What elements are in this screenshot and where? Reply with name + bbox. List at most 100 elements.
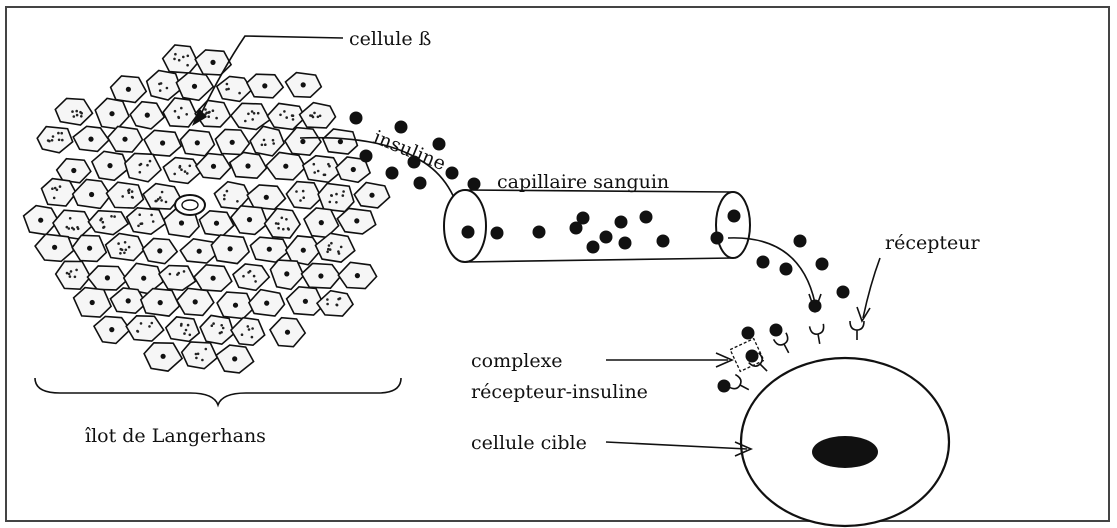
insulin-molecule — [615, 216, 628, 229]
islet-cell-nucleus — [38, 218, 43, 223]
islet-cell-granule — [302, 196, 305, 199]
insulin-molecule — [770, 324, 783, 337]
islet-cell-granule — [160, 199, 163, 202]
islet-cell-nucleus — [264, 195, 269, 200]
insulin-molecule — [360, 150, 373, 163]
islet-cell-granule — [119, 252, 122, 255]
islet-cell-granule — [131, 190, 134, 193]
islet-cell-granule — [251, 110, 254, 113]
islet-cell — [214, 182, 249, 209]
islet-cell-granule — [302, 190, 305, 193]
islet-cell-granule — [76, 226, 79, 229]
islet-cell-granule — [131, 196, 134, 199]
islet-cell-nucleus — [264, 301, 269, 306]
islet-cell-granule — [165, 201, 168, 204]
islet-cell-granule — [123, 252, 126, 255]
islet-cell — [233, 264, 269, 290]
islet-cell-nucleus — [71, 168, 76, 173]
label-receptor: récepteur — [885, 232, 980, 254]
islet-cell-granule — [313, 163, 316, 166]
islet-cell-granule — [80, 112, 83, 115]
islet-cell-granule — [244, 120, 247, 123]
islet-cell-nucleus — [211, 276, 216, 281]
islet-cell-granule — [208, 111, 211, 114]
islet-cell-granule — [53, 197, 56, 200]
islet-cell-granule — [291, 114, 294, 117]
islet-cell — [126, 316, 164, 341]
islet-cell-nucleus — [247, 217, 252, 222]
islet-cell-granule — [76, 114, 79, 117]
islet-cell-granule — [212, 109, 215, 112]
islet-cell-granule — [295, 190, 298, 193]
islet-cell-granule — [52, 135, 55, 138]
islet-cell-granule — [69, 275, 72, 278]
islet-cell-granule — [279, 114, 282, 117]
islet-cell-granule — [327, 163, 330, 166]
islet-cell-nucleus — [233, 303, 238, 308]
islet-cell-nucleus — [105, 275, 110, 280]
islet-cell — [42, 179, 77, 206]
islet-cell-granule — [337, 250, 340, 253]
islet-cell — [267, 103, 305, 129]
islet-cell-granule — [186, 64, 189, 67]
islet-cell-granule — [148, 325, 151, 328]
islet-cell-granule — [151, 322, 154, 325]
islet-cell-nucleus — [109, 111, 114, 116]
islet-cell-granule — [128, 246, 131, 249]
islet-cell-granule — [59, 185, 62, 188]
islet-cell-nucleus — [193, 299, 198, 304]
islet-cell-granule — [277, 227, 280, 230]
islet-cell-nucleus — [145, 113, 150, 118]
islet-cell — [107, 182, 144, 208]
islet-cell-granule — [103, 226, 106, 229]
insulin-molecule — [640, 211, 653, 224]
islet-cell-granule — [180, 168, 183, 171]
islet-cell — [163, 98, 197, 127]
islet-cell-granule — [51, 139, 54, 142]
islet-cell-granule — [282, 228, 285, 231]
islet-cell-granule — [173, 58, 176, 61]
label-complex-line1: complexe — [471, 350, 563, 372]
insulin-molecule — [414, 177, 427, 190]
islet-cell-nucleus — [245, 163, 250, 168]
islet-cell — [231, 103, 270, 129]
insulin-molecule — [619, 237, 632, 250]
islet-cell-granule — [128, 188, 131, 191]
receptor-pointer — [863, 258, 880, 318]
islet-cell-nucleus — [210, 60, 215, 65]
insulin-molecule — [350, 112, 363, 125]
islet-cell-granule — [236, 200, 239, 203]
islet-cell-granule — [323, 174, 326, 177]
islet-cell-granule — [138, 213, 141, 216]
islet-cell — [55, 98, 92, 125]
insulin-molecule — [462, 226, 475, 239]
islet-cell-granule — [56, 189, 59, 192]
islet-cell-nucleus — [303, 299, 308, 304]
islet-cell-granule — [169, 273, 172, 276]
islet-cell-granule — [102, 221, 105, 224]
islet-cell-granule — [60, 132, 63, 135]
insulin-molecule — [718, 380, 731, 393]
islet-cell-granule — [247, 325, 250, 328]
islet-cell — [286, 182, 321, 209]
islet-cell-granule — [242, 275, 245, 278]
islet-cell-granule — [326, 303, 329, 306]
islet-cell-granule — [336, 304, 339, 307]
islet-cell-granule — [337, 298, 340, 301]
islet-cell — [53, 210, 92, 239]
insulin-molecule — [809, 300, 822, 313]
islet-cell-granule — [113, 215, 116, 218]
islet-cell-granule — [261, 144, 264, 147]
islet-cell-granule — [335, 201, 338, 204]
insulin-molecule — [386, 167, 399, 180]
islet-cell-granule — [140, 322, 143, 325]
islet-cell-nucleus — [90, 300, 95, 305]
islet-cell-granule — [249, 270, 252, 273]
islet-cell-granule — [159, 196, 162, 199]
islet-cell-granule — [75, 110, 78, 113]
islet-cell-granule — [51, 187, 54, 190]
islet-cell-granule — [157, 198, 160, 201]
islet-cell — [317, 291, 353, 316]
label-islet: îlot de Langerhans — [85, 425, 266, 447]
